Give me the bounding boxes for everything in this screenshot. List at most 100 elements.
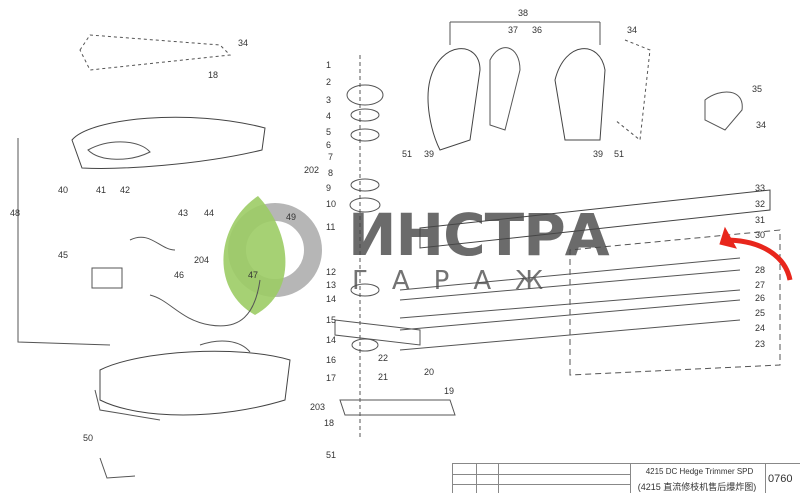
red-arrow-icon xyxy=(724,237,793,281)
title-block-row-line xyxy=(452,484,630,485)
base-plate-203 xyxy=(339,399,456,416)
part-label: 17 xyxy=(326,373,337,383)
part-label: 27 xyxy=(755,280,766,290)
part-label: 51 xyxy=(326,450,337,460)
part-label: 48 xyxy=(10,208,21,218)
gear-stack-part xyxy=(351,338,379,352)
part-label: 46 xyxy=(174,270,185,280)
gear-stack-part xyxy=(350,178,380,192)
part-label: 23 xyxy=(755,339,766,349)
part-label: 10 xyxy=(326,199,337,209)
part-label: 14 xyxy=(326,294,337,304)
part-label: 50 xyxy=(83,433,94,443)
group-bracket-38 xyxy=(449,21,601,45)
part-label: 43 xyxy=(178,208,189,218)
hex-key-50 xyxy=(99,457,136,479)
part-label: 26 xyxy=(755,293,766,303)
part-label: 203 xyxy=(310,402,326,412)
part-label: 42 xyxy=(120,185,131,195)
part-label: 37 xyxy=(508,25,519,35)
part-label: 33 xyxy=(755,183,766,193)
part-label: 3 xyxy=(326,95,332,105)
part-label: 15 xyxy=(326,315,337,325)
leaf-logo-icon xyxy=(223,196,286,315)
gear-stack-part xyxy=(350,108,380,122)
part-label: 1 xyxy=(326,60,332,70)
part-label: 14 xyxy=(326,335,337,345)
part-label: 202 xyxy=(304,165,320,175)
watermark-line1: ИНСТРА xyxy=(348,201,610,269)
part-label: 4 xyxy=(326,111,332,121)
part-label: 9 xyxy=(326,183,332,193)
bottom-housing-detail xyxy=(199,340,251,353)
gear-stack-part xyxy=(350,128,380,142)
title-block-row-line xyxy=(452,474,630,475)
watermark-line2: ГАРАЖ xyxy=(352,266,568,296)
part-label: 28 xyxy=(755,265,766,275)
screw-set-outline xyxy=(614,39,651,141)
part-label: 30 xyxy=(755,230,766,240)
part-label: 34 xyxy=(756,120,767,130)
gear-stack-part xyxy=(346,84,384,106)
bottom-housing xyxy=(99,350,291,416)
part-label: 39 xyxy=(424,149,435,159)
part-label: 18 xyxy=(324,418,335,428)
part-label: 11 xyxy=(326,222,336,232)
cable xyxy=(149,279,261,327)
gear-stack-part xyxy=(349,197,381,213)
blade-cover xyxy=(419,189,771,249)
drawing-title: 4215 DC Hedge Trimmer SPD xyxy=(645,467,754,476)
part-label: 31 xyxy=(755,215,766,225)
part-label: 34 xyxy=(627,25,638,35)
part-label: 45 xyxy=(58,250,69,260)
battery-connector xyxy=(91,267,123,289)
part-label: 38 xyxy=(518,8,529,18)
part-label: 16 xyxy=(326,355,337,365)
handle-guard-right xyxy=(554,48,606,141)
part-label: 5 xyxy=(326,127,332,137)
part-label: 34 xyxy=(238,38,249,48)
part-35 xyxy=(704,91,743,131)
drawing-number: 0760 xyxy=(768,473,793,485)
part-label: 2 xyxy=(326,77,332,87)
part-label: 32 xyxy=(755,199,766,209)
part-label: 18 xyxy=(208,70,219,80)
part-label: 51 xyxy=(402,149,413,159)
part-label: 49 xyxy=(286,212,297,222)
screw-set-outline xyxy=(79,34,232,71)
part-label: 7 xyxy=(328,152,334,162)
part-label: 21 xyxy=(378,372,389,382)
title-block-divider xyxy=(630,464,631,493)
top-housing xyxy=(71,116,266,169)
title-block-divider xyxy=(765,464,766,493)
part-label: 25 xyxy=(755,308,766,318)
cable xyxy=(129,236,176,251)
part-label: 40 xyxy=(58,185,69,195)
bottom-housing-edge xyxy=(94,389,161,421)
part-label: 44 xyxy=(204,208,215,218)
part-label: 204 xyxy=(194,255,210,265)
part-label: 51 xyxy=(614,149,625,159)
title-block: 4215 DC Hedge Trimmer SPD (4215 直流修枝机售后爆… xyxy=(452,463,800,493)
part-label: 6 xyxy=(326,140,332,150)
part-label: 8 xyxy=(328,168,334,178)
title-block-divider xyxy=(498,464,499,493)
drawing-subtitle: (4215 直流修枝机售后爆炸图) xyxy=(637,482,757,492)
part-label: 36 xyxy=(532,25,543,35)
part-label: 20 xyxy=(424,367,435,377)
title-block-divider xyxy=(476,464,477,493)
part-label: 19 xyxy=(444,386,455,396)
part-label: 35 xyxy=(752,84,763,94)
handle-grip-37 xyxy=(489,47,521,131)
part-label: 22 xyxy=(378,353,389,363)
part-label: 41 xyxy=(96,185,107,195)
part-label: 12 xyxy=(326,267,337,277)
part-label: 13 xyxy=(326,280,337,290)
part-label: 39 xyxy=(593,149,604,159)
top-housing-detail xyxy=(87,141,151,160)
handle-guard-left xyxy=(427,48,481,151)
red-arrow-head-icon xyxy=(719,226,737,249)
blade-hardware-outline xyxy=(569,229,781,376)
